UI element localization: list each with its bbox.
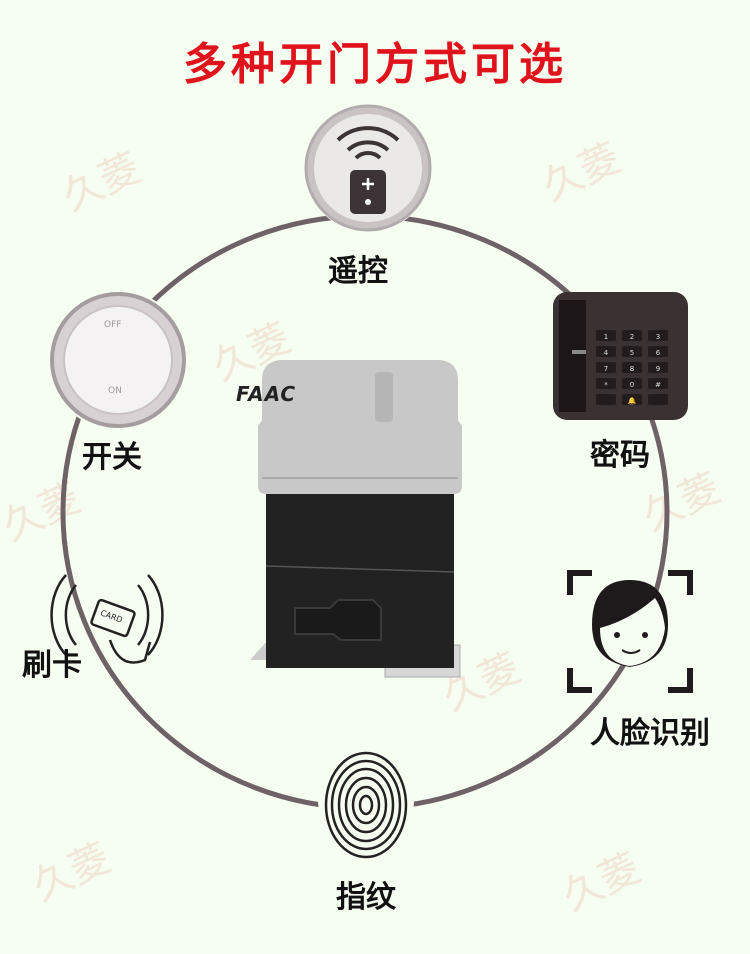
keypad-key xyxy=(648,362,668,373)
keypad-key-label: # xyxy=(655,381,661,389)
keypad-key xyxy=(622,330,642,341)
keypad-key-label: 9 xyxy=(656,365,660,373)
keypad-key xyxy=(596,330,616,341)
fingerprint-icon xyxy=(318,751,414,859)
keypad-key xyxy=(622,378,642,389)
method-label-switch: 开关 xyxy=(82,440,142,475)
switch-icon xyxy=(48,290,188,430)
keypad-key xyxy=(648,378,668,389)
switch-off-text: OFF xyxy=(104,320,122,330)
keypad-key xyxy=(648,330,668,341)
keypad-key-label: 2 xyxy=(630,333,634,341)
keypad-key xyxy=(596,362,616,373)
keypad-key xyxy=(622,394,642,405)
keypad-key xyxy=(622,362,642,373)
gate-motor-product xyxy=(250,360,462,678)
card-swipe-icon xyxy=(50,574,164,664)
keypad-key xyxy=(648,394,668,405)
keypad-key-label: 8 xyxy=(630,365,634,373)
keypad-key xyxy=(622,346,642,357)
method-label-remote: 遥控 xyxy=(328,254,388,289)
keypad-key xyxy=(648,346,668,357)
keypad-key-label: 5 xyxy=(630,349,634,357)
keypad-key-label: 3 xyxy=(656,333,660,341)
face-recognition-icon xyxy=(567,570,693,693)
page-title: 多种开门方式可选 xyxy=(183,39,567,90)
method-label-card: 刷卡 xyxy=(22,648,82,683)
method-label-face: 人脸识别 xyxy=(590,716,710,751)
method-label-fingerprint: 指纹 xyxy=(336,880,396,915)
keypad-key-label: 1 xyxy=(604,333,608,341)
keypad-key xyxy=(596,346,616,357)
keypad-key-label: 4 xyxy=(604,349,609,357)
method-label-password: 密码 xyxy=(590,438,650,473)
keypad-key-label: 6 xyxy=(656,349,661,357)
remote-control-icon xyxy=(304,104,432,232)
keypad-key-label: 0 xyxy=(630,381,634,389)
keypad-key xyxy=(596,378,616,389)
keypad-key-label: 🔔 xyxy=(628,396,637,405)
keypad-key-label: * xyxy=(604,381,608,389)
keypad-icon: 1 2 3 4 5 6 7 8 9 * 0 # 🔔 xyxy=(553,292,688,420)
keypad-key-label: 7 xyxy=(604,365,608,373)
switch-on-text: ON xyxy=(108,386,122,396)
brand-logo: FAAC xyxy=(236,382,297,406)
keypad-key xyxy=(596,394,616,405)
